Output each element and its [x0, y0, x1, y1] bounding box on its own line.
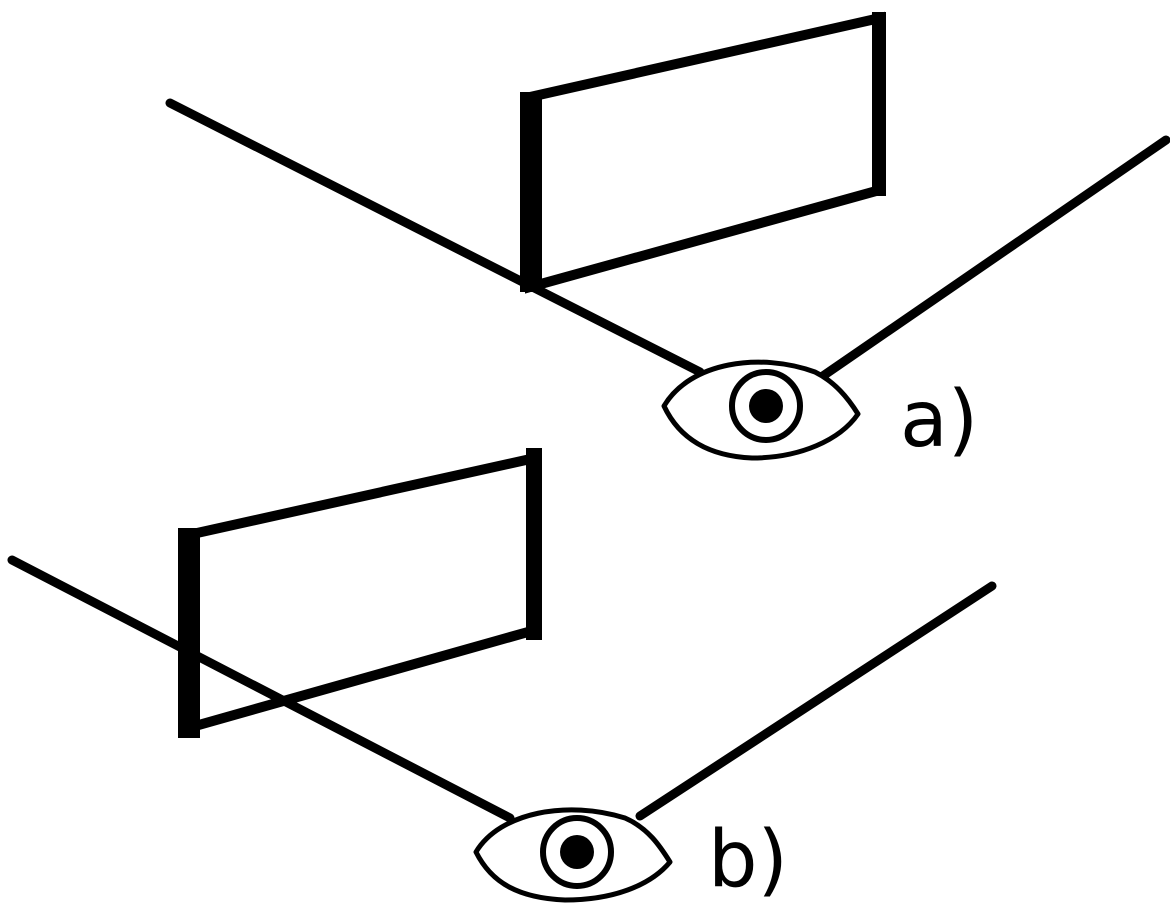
panel-a-frame: [520, 11, 886, 294]
panel-b-right-sight-line: [635, 581, 997, 821]
panel-a: a): [165, 11, 1170, 465]
panel-b-frame: [178, 448, 542, 738]
panel-a-label: a): [900, 375, 978, 465]
panel-a-right-sight-line: [815, 135, 1170, 383]
panel-a-eye-icon: [661, 359, 861, 461]
panel-b: b): [7, 448, 997, 905]
panel-b-eye-icon: [473, 807, 673, 903]
panel-b-label: b): [708, 815, 788, 905]
panel-a-left-sight-line: [165, 98, 705, 377]
panel-b-left-sight-line: [7, 555, 515, 823]
